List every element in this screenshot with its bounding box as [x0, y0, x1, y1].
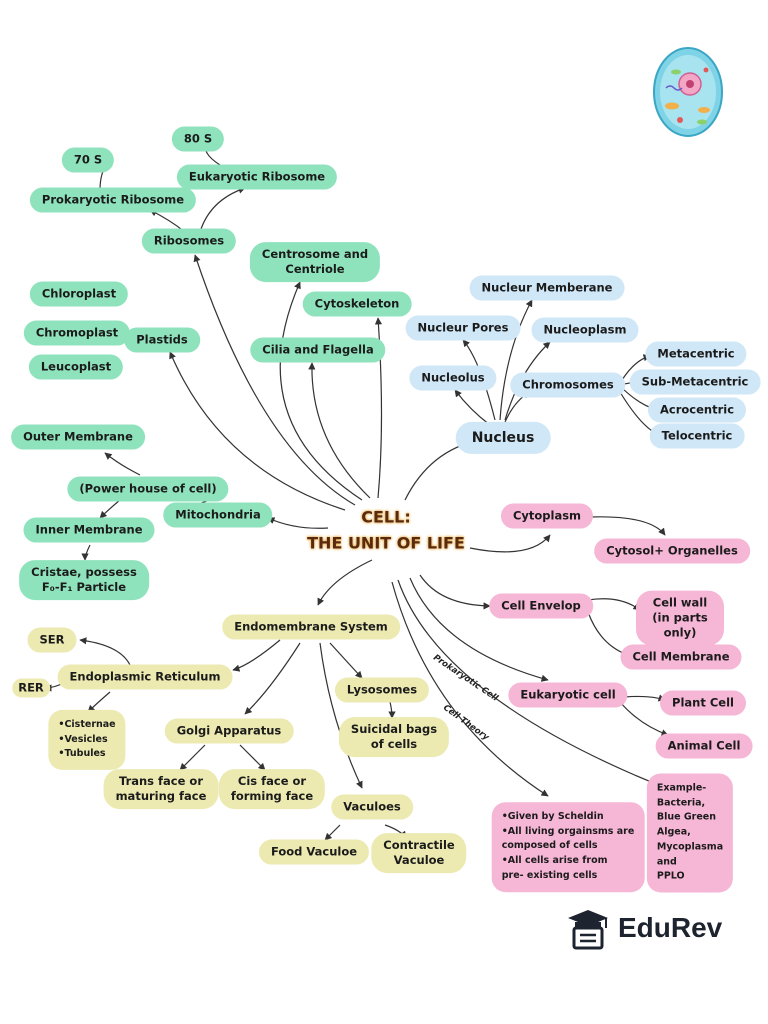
node-food-vacuole: Food Vaculoe	[258, 839, 370, 865]
node-cell-membrane: Cell Membrane	[620, 644, 742, 670]
node-rer: RER	[12, 678, 50, 698]
arrow-cell-plastids	[169, 351, 346, 511]
node-telocentric: Telocentric	[649, 423, 745, 449]
arrow-nucleus-nucleolus	[454, 389, 491, 426]
arrow-endo-vacuoles	[319, 642, 363, 789]
node-eukaryotic-cell: Eukaryotic cell	[508, 682, 628, 708]
arrow-euk-animal	[619, 701, 669, 737]
arrow-inner-cristae	[81, 544, 91, 561]
arrow-vac-food	[324, 824, 341, 841]
node-cytoplasm: Cytoplasm	[500, 503, 594, 529]
arrow-cell-ribosomes	[193, 254, 356, 506]
node-acrocentric: Acrocentric	[647, 397, 747, 423]
graduation-cap-icon	[568, 910, 608, 950]
node-leucoplast: Leucoplast	[28, 354, 124, 380]
node-lysosomes: Lysosomes	[334, 677, 430, 703]
arrow-cell-mitochondria	[267, 517, 329, 529]
arrow-golgi-cis	[239, 744, 266, 771]
node-mitochondria: Mitochondria	[163, 502, 273, 528]
node-sub-metacentric: Sub-Metacentric	[629, 369, 761, 395]
node-plant-cell: Plant Cell	[660, 690, 746, 716]
root-line-1: CELL:	[361, 507, 411, 527]
arrow-cell-prokaryotic	[397, 579, 677, 793]
root-title: CELL: THE UNIT OF LIFE	[307, 504, 465, 555]
node-golgi-apparatus: Golgi Apparatus	[164, 718, 294, 744]
node-ser: SER	[27, 627, 77, 653]
node-cilia-flagella: Cilia and Flagella	[250, 337, 386, 363]
arrow-cytoplasm-cytosol	[589, 516, 666, 536]
node-80s: 80 S	[171, 126, 225, 152]
arrow-endo-lysosomes	[329, 642, 363, 679]
root-line-2: THE UNIT OF LIFE	[307, 533, 465, 552]
node-endomembrane-system: Endomembrane System	[222, 614, 400, 640]
node-ribosomes: Ribosomes	[141, 228, 237, 254]
node-prokaryotic-examples: Example- Bacteria, Blue Green Algea, Myc…	[646, 773, 734, 893]
node-cytosol-organelles: Cytosol+ Organelles	[594, 538, 750, 564]
arrow-golgi-trans	[179, 744, 206, 771]
node-chloroplast: Chloroplast	[29, 281, 129, 307]
arrow-euk-plant	[624, 694, 666, 702]
node-cis-face: Cis face or forming face	[218, 769, 326, 809]
node-nucleus: Nucleus	[455, 421, 551, 455]
node-nuclear-pores: Nucleur Pores	[405, 315, 521, 341]
arrow-envelope-wall	[587, 598, 641, 611]
node-centrosome: Centrosome and Centriole	[249, 242, 381, 282]
node-cell-theory-notes: •Given by Scheldin •All living orgainsms…	[491, 802, 645, 892]
arrow-ribosomes-eukaryotic	[199, 186, 246, 233]
node-vacuoles: Vaculoes	[331, 794, 413, 820]
arrow-cell-cilia	[308, 362, 371, 499]
brand-logo: EduRev	[566, 906, 722, 950]
arrow-powerhouse-inner	[99, 499, 121, 519]
arrow-endo-er	[232, 639, 281, 672]
node-nuclear-membrane: Nucleur Memberane	[469, 275, 625, 301]
node-cell-envelope: Cell Envelop	[489, 593, 593, 619]
node-endoplasmic-reticulum: Endoplasmic Reticulum	[57, 664, 233, 690]
node-nucleoplasm: Nucleoplasm	[531, 317, 639, 343]
node-eukaryotic-ribosome: Eukaryotic Ribosome	[176, 164, 338, 190]
node-animal-cell: Animal Cell	[655, 733, 753, 759]
arrow-nucleus-membrane	[499, 299, 533, 421]
arrow-endo-golgi	[244, 642, 301, 715]
arrow-lyso-suicidal	[388, 701, 396, 719]
node-cristae: Cristae, possess F₀-F₁ Particle	[19, 560, 149, 600]
arrow-cell-envelope	[419, 574, 491, 610]
animal-cell-illustration	[653, 47, 723, 137]
node-trans-face: Trans face or maturing face	[103, 769, 219, 809]
arrow-er-ser	[79, 637, 131, 666]
node-metacentric: Metacentric	[645, 341, 747, 367]
node-plastids: Plastids	[124, 327, 200, 353]
node-outer-membrane: Outer Membrane	[11, 424, 145, 450]
node-chromosomes: Chromosomes	[510, 372, 626, 398]
node-er-parts: •Cisternae •Vesicles •Tubules	[48, 709, 126, 771]
brand-name: EduRev	[618, 912, 723, 943]
node-power-house: (Power house of cell)	[67, 476, 229, 502]
node-prokaryotic-ribosome: Prokaryotic Ribosome	[29, 187, 197, 213]
arrow-cell-theory	[391, 581, 549, 797]
node-cell-wall: Cell wall (in parts only)	[636, 590, 724, 646]
arrow-cell-eukaryotic	[409, 577, 549, 682]
node-chromoplast: Chromoplast	[23, 320, 131, 346]
arrow-cell-endomembrane	[317, 559, 373, 606]
node-70s: 70 S	[61, 147, 115, 173]
node-nucleolus: Nucleolus	[409, 365, 497, 391]
node-inner-membrane: Inner Membrane	[23, 517, 155, 543]
node-cytoskeleton: Cytoskeleton	[302, 291, 412, 317]
node-contractile-vacuole: Contractile Vaculoe	[371, 833, 467, 873]
arrow-cell-centrosome	[279, 281, 363, 501]
node-suicidal-bags: Suicidal bags of cells	[338, 717, 450, 757]
arrow-powerhouse-outer	[104, 452, 141, 476]
arrow-cell-cytoplasm	[469, 534, 551, 553]
